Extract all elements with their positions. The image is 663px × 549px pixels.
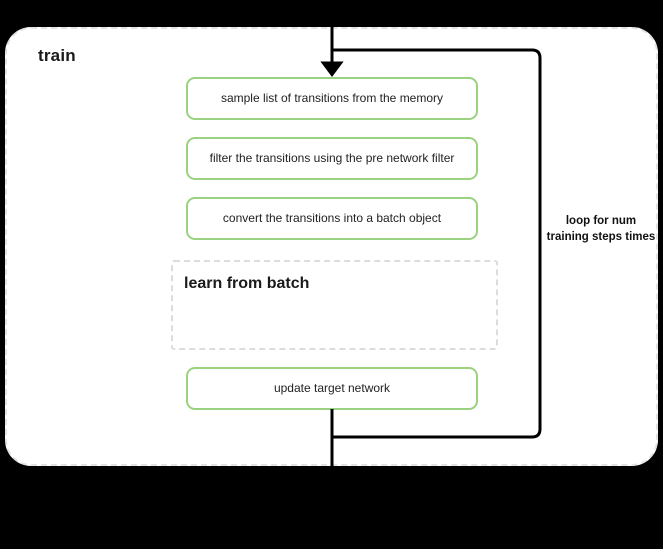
step-label: convert the transitions into a batch obj… bbox=[222, 211, 442, 226]
step-box-filter-transitions[interactable]: filter the transitions using the pre net… bbox=[186, 137, 478, 180]
loop-caption-label: loop for num training steps times bbox=[546, 215, 656, 243]
train-block-title: train bbox=[38, 46, 76, 65]
step-label: filter the transitions using the pre net… bbox=[209, 151, 455, 166]
step-box-update-target-network[interactable]: update target network bbox=[186, 367, 478, 410]
step-label: update target network bbox=[273, 381, 391, 396]
step-box-sample-transitions[interactable]: sample list of transitions from the memo… bbox=[186, 77, 478, 120]
learn-from-batch-block[interactable]: learn from batch bbox=[171, 260, 498, 350]
step-label: sample list of transitions from the memo… bbox=[220, 91, 444, 106]
step-box-convert-to-batch[interactable]: convert the transitions into a batch obj… bbox=[186, 197, 478, 240]
learn-from-batch-title: learn from batch bbox=[184, 275, 310, 292]
